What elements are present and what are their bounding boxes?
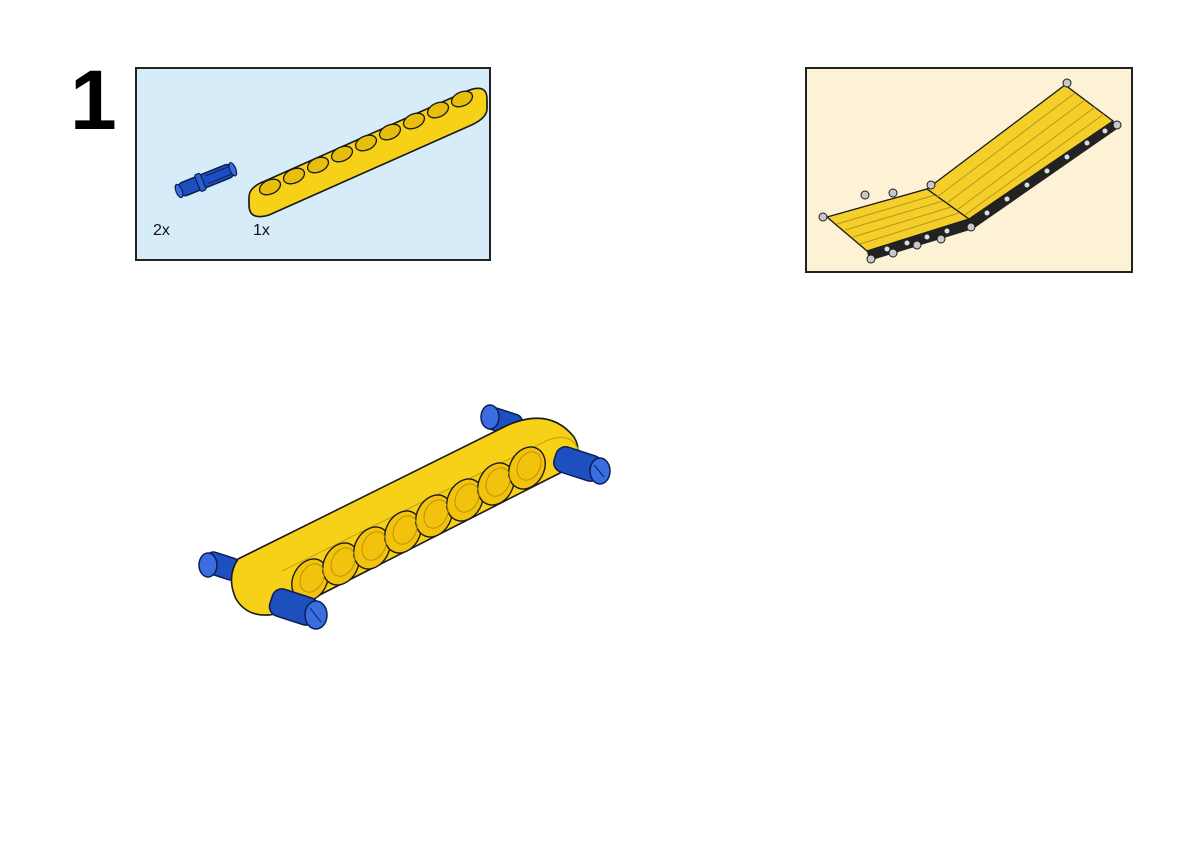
liftarm-quantity: 1x <box>253 222 270 239</box>
assembly-illustration <box>198 404 611 630</box>
yellow-liftarm-icon <box>248 87 488 218</box>
blue-pin-front-right <box>553 446 611 485</box>
blue-pin-back-left <box>198 551 242 581</box>
yellow-liftarm <box>230 417 579 616</box>
pin-quantity: 2x <box>153 222 170 239</box>
parts-list-illustration <box>174 87 488 218</box>
model-preview-box <box>805 67 1133 273</box>
blue-pin-front-left <box>268 588 328 630</box>
conveyor-ramp-preview-image <box>818 78 1122 264</box>
blue-pin-icon <box>174 162 238 199</box>
step-number: 1 <box>70 53 117 147</box>
parts-list-box: 2x 1x <box>135 67 491 261</box>
